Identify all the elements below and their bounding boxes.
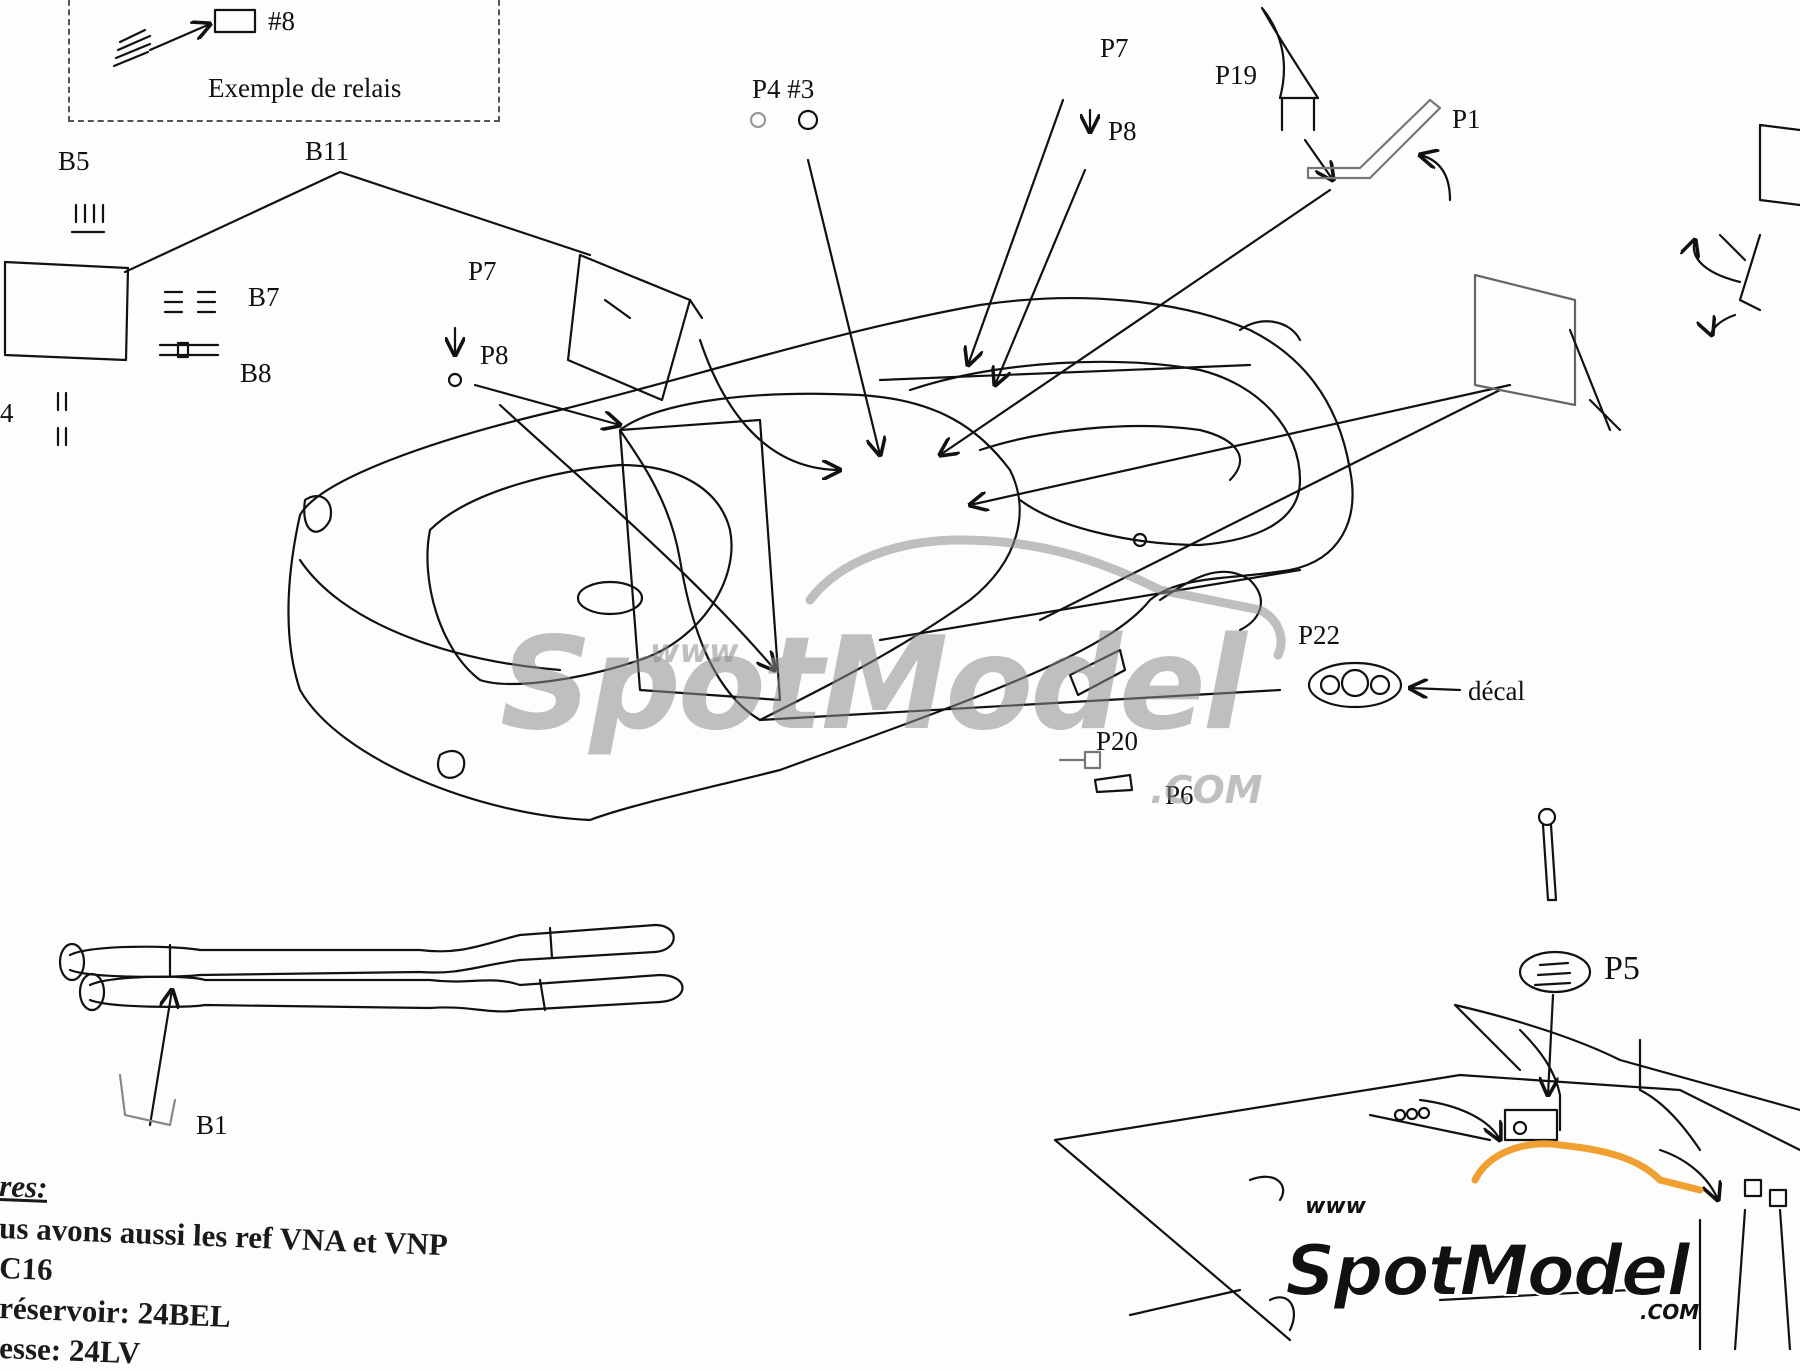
part-b1	[118, 1073, 177, 1127]
label-p7-left: P7	[468, 256, 497, 286]
label-p8-top: P8	[1108, 116, 1137, 146]
car-rear-deck	[908, 360, 1302, 547]
exhaust-pipes	[58, 923, 684, 1013]
label-p19: P19	[1215, 60, 1258, 90]
watermark-brand: SpotModel	[500, 610, 1247, 759]
car-headlight-lower	[437, 749, 466, 779]
label-p5: P5	[1604, 950, 1640, 987]
watermark-small-com: .COM	[1640, 1300, 1700, 1324]
label-b1: B1	[196, 1110, 228, 1140]
car-front-fender	[298, 558, 562, 672]
car-front-hood	[426, 463, 733, 685]
part-b7	[163, 290, 217, 314]
relay-part-label: #8	[268, 6, 295, 36]
car-side-vent	[1068, 648, 1127, 697]
label-b5: B5	[58, 146, 90, 176]
relay-caption: Exemple de relais	[208, 73, 402, 103]
notes-line-4: esse: 24LV	[0, 1330, 141, 1371]
car-headlight	[303, 495, 333, 533]
label-p20: P20	[1096, 726, 1139, 756]
watermark-small-www: www	[1305, 1194, 1366, 1219]
watermark-small-brand: SpotModel	[1284, 1229, 1691, 1313]
watermark-car-outline	[805, 535, 1286, 660]
label-b7: B7	[248, 282, 280, 312]
watermark-com: .COM	[1150, 768, 1263, 812]
part-p1	[1306, 98, 1442, 180]
watermark-car-accent	[1471, 1140, 1704, 1194]
car-windscreen	[618, 418, 782, 702]
label-p22: P22	[1298, 620, 1341, 650]
part-b4	[56, 391, 68, 447]
part-p19	[1260, 6, 1320, 100]
label-p4: P4 #3	[752, 74, 815, 104]
part-b11-fret	[3, 260, 130, 362]
notes-line-2: C16	[0, 1250, 54, 1288]
part-b5	[70, 203, 106, 234]
notes-heading: res:	[0, 1168, 49, 1205]
car-body-outline	[287, 297, 1354, 822]
part-p5	[1518, 950, 1592, 994]
label-p1: P1	[1452, 104, 1481, 134]
label-decal: décal	[1468, 676, 1525, 706]
label-b8: B8	[240, 358, 272, 388]
label-p6: P6	[1165, 780, 1194, 810]
part-p22	[1307, 661, 1403, 709]
car-intake	[576, 580, 644, 616]
label-p8-left: P8	[480, 340, 509, 370]
car-cockpit	[618, 392, 1021, 722]
label-p7-top: P7	[1100, 33, 1129, 63]
car-rear-fender	[1158, 570, 1262, 632]
label-b11: B11	[305, 136, 350, 166]
chassis-floor	[1053, 1003, 1800, 1350]
watermark-www: www	[650, 632, 739, 670]
relay-example-box	[68, 0, 500, 122]
label-b4: B4	[0, 398, 14, 428]
